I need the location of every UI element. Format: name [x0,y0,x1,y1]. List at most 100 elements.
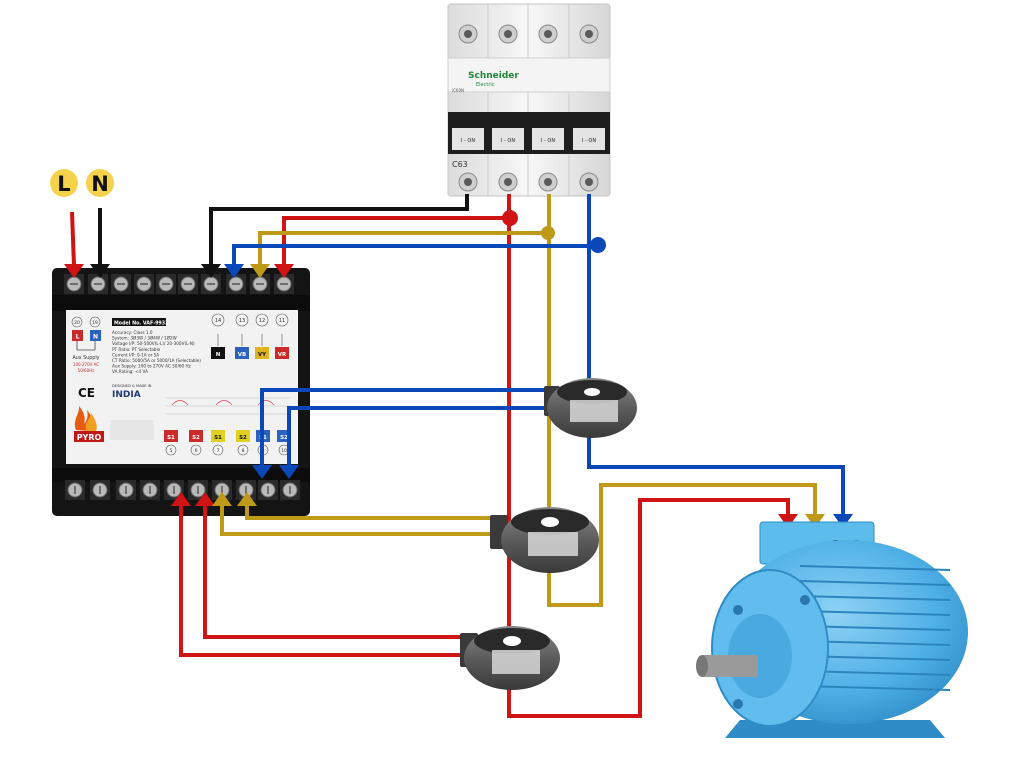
ct-terminal-number: 8 [242,448,245,454]
meter-model: Model No. VAF-9933 [114,321,168,327]
voltage-terminal-label: VY [258,352,267,358]
motor-cooling-fin [799,565,951,571]
motor-cooling-fin [799,610,951,616]
blue-voltage-tap [232,244,597,268]
breaker-top-screw-head [585,30,593,38]
aux-supply-range: 100-270V AC [73,362,99,367]
ct-terminal-label: S2 [192,435,200,441]
ct-yellow-phase [490,507,599,573]
voltage-terminal-number-ring [255,313,269,327]
aux-supply-freq: 50/60Hz [78,368,95,373]
neutral-wire [209,194,469,268]
voltage-terminal-label: VR [278,352,287,358]
ct-terminal-number: 5 [170,448,173,454]
arrowheads [64,264,853,528]
yellow-ct-s1-arrow [212,492,232,506]
voltage-terminal-number: 13 [239,318,245,324]
supply-labels: L N [50,169,114,197]
red-ct-s1-arrow [171,492,191,506]
blue-ct-s1-arrow [252,465,272,479]
breaker-bottom-screw-head [504,178,512,186]
pyro-logo [74,406,97,431]
line-feed-arrow [64,264,84,278]
motor-cooling-fin [799,580,951,586]
breaker-toggle[interactable] [492,128,524,150]
aux-l-label: L [76,334,80,341]
yellow-ct-s2-wire [245,502,495,520]
ct-blue-phase [544,378,637,438]
breaker-toggle-label: I - ON [582,138,596,144]
ct-terminal-number: 6 [195,448,198,454]
ct-terminal-label: S2 [280,435,288,441]
breaker-toggle-label: I - ON [501,138,515,144]
breaker-bottom-screw-head [464,178,472,186]
meter-spec-line: Aux Supply: 100 to 270V AC 50/60 Hz [112,364,192,369]
breaker-brand-sub: Electric [476,82,495,88]
meter-spec-line: Voltage I/P: 50-500V(L-L)/ 20-300V(L-N) [112,341,195,346]
line-label: L [57,172,70,196]
meter-brand: PYRO [77,433,102,442]
yellow-motor-arrow [805,514,825,528]
breaker-toggle-label: I - ON [541,138,555,144]
ct-terminal-label: S1 [167,435,175,441]
ct-terminal-label: S1 [214,435,222,441]
ct-terminal-box [236,430,250,442]
neutral-label: N [91,172,109,196]
voltage-terminal-number-ring [235,313,249,327]
meter-spec-line: System: 3Ø3W / 3Ø4W / 1Ø2W [112,336,177,341]
breaker-toggle[interactable] [452,128,484,150]
voltage-terminal-number-ring [275,313,289,327]
breaker-bottom-screw-head [585,178,593,186]
voltage-terminal-box [255,347,269,359]
yellow-ct-s1-wire [220,502,495,536]
meter-spec-line: CT Ratio: 5000/5A or 5000/1A (Selectable… [112,358,201,363]
ct-terminal-number-ring [237,444,249,456]
breaker-toggle-label: I - ON [461,138,475,144]
breaker-top-screw-head [544,30,552,38]
red-ct-s2-wire [203,502,466,639]
ct-terminal-number: 7 [217,448,220,454]
yellow-junction [541,226,555,240]
blue-junction [590,237,606,253]
meter-spec-line: VA Rating: <4 VA [112,369,148,374]
aux-terminal-number-ring [89,316,101,328]
aux-supply-label: Aux Supply [72,355,99,361]
voltage-terminal-box [275,347,289,359]
motor-cooling-fin [799,685,951,691]
breaker-toggle[interactable] [532,128,564,150]
breaker-bottom-screw-head [544,178,552,186]
ct-terminal-box [211,430,225,442]
voltage-terminal-label: VB [238,352,246,358]
ct-terminal-number: 10 [281,448,287,454]
neutral-feed-arrow [90,264,110,278]
meter-country: INDIA [112,390,141,400]
blue-ct-s1-wire [260,388,548,470]
aux-terminal-number-ring [71,316,83,328]
red-ct-s1-wire [179,502,466,657]
voltage-terminal-box [211,347,225,359]
aux-terminal-number: 20 [74,320,80,326]
ct-terminal-box [189,430,203,442]
wiring [70,194,845,718]
voltage-terminal-number: 12 [259,318,265,324]
aux-n-label: N [93,334,98,341]
red-voltage-arrow [274,264,294,278]
red-voltage-tap [282,216,508,268]
yellow-voltage-arrow [250,264,270,278]
voltage-terminal-number: 14 [215,318,221,324]
breaker-toggle[interactable] [573,128,605,150]
meter-spec-line: Accuracy: Class 1.0 [112,330,153,335]
yellow-voltage-tap [258,231,548,268]
ct-terminal-number-ring [190,444,202,456]
blue-ct-s2-wire [287,406,548,470]
blue-phase-wire [587,194,845,520]
ct-terminal-box [164,430,178,442]
breaker-brand: Schneider [468,71,519,81]
breaker-series: iC60N [452,88,464,93]
ct-terminal-number-ring [212,444,224,456]
red-junction [502,210,518,226]
motor-cooling-fin [799,595,951,601]
